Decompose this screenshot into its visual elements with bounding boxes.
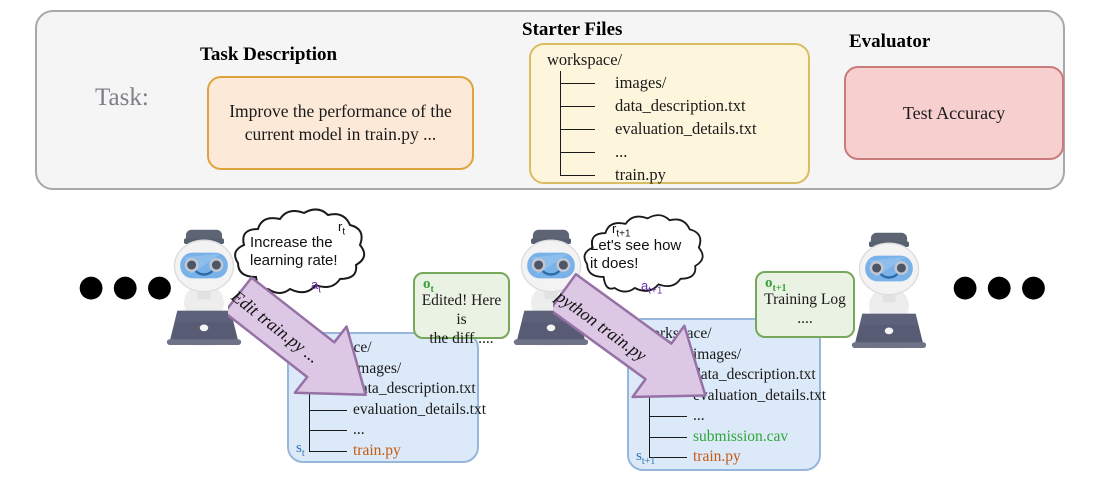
starter-files-box: workspace/ images/ data_description.txt … bbox=[529, 43, 810, 184]
tree-item: train.py bbox=[641, 447, 819, 468]
ellipsis-left: ●●● bbox=[78, 269, 181, 304]
action-arrow-2 bbox=[553, 272, 707, 399]
tree-item: evaluation_details.txt bbox=[547, 117, 808, 140]
state-label-t1: st+1 bbox=[636, 448, 656, 467]
tree-item: evaluation_details.txt bbox=[301, 399, 486, 421]
evaluator-heading: Evaluator bbox=[849, 31, 931, 52]
task-description-heading: Task Description bbox=[200, 44, 338, 65]
task-panel: Task: Task Description Improve the perfo… bbox=[35, 10, 1065, 190]
observation-label-t1: ot+1 bbox=[765, 275, 787, 294]
evaluator-box: Test Accuracy bbox=[844, 66, 1064, 160]
observation-text: Training Log bbox=[764, 291, 846, 308]
observation-text: the diff .... bbox=[429, 330, 494, 347]
starter-files-tree: workspace/ images/ data_description.txt … bbox=[547, 48, 808, 186]
action-label-1: at bbox=[311, 277, 322, 296]
action-arrow-1 bbox=[228, 276, 367, 396]
task-description-text: Improve the performance of the current m… bbox=[229, 100, 452, 144]
starter-files-heading: Starter Files bbox=[522, 19, 623, 40]
task-label: Task: bbox=[95, 84, 149, 111]
reward-label-2: rt+1 bbox=[612, 221, 631, 240]
observation-label-t: ot bbox=[423, 276, 434, 295]
tree-root: workspace/ bbox=[547, 50, 623, 69]
tree-item: ... bbox=[301, 420, 477, 441]
reward-label-1: rt bbox=[338, 219, 346, 238]
action-label-2: at+1 bbox=[641, 278, 663, 297]
observation-box-t1: ot+1 Training Log .... bbox=[755, 271, 855, 338]
state-tree-t1: workspace/ images/ data_description.txt … bbox=[641, 324, 826, 468]
observation-box-t: ot Edited! Here is the diff .... bbox=[413, 272, 510, 347]
thought-text-1: Increase the learning rate! bbox=[250, 234, 338, 269]
tree-item: images/ bbox=[547, 71, 808, 94]
tree-item: submission.cav bbox=[641, 426, 819, 448]
thought-text-2: Let's see how it does! bbox=[590, 237, 682, 272]
task-description-box: Improve the performance of the current m… bbox=[207, 76, 474, 170]
observation-text: .... bbox=[797, 310, 813, 327]
ellipsis-right: ●●● bbox=[952, 269, 1055, 304]
tree-item: train.py bbox=[547, 163, 808, 186]
tree-item: ... bbox=[641, 406, 819, 427]
tree-item: train.py bbox=[301, 440, 477, 462]
state-label-t: st bbox=[296, 440, 305, 459]
tree-item: data_description.txt bbox=[547, 94, 808, 117]
evaluator-text: Test Accuracy bbox=[902, 102, 1006, 123]
observation-text: Edited! Here is bbox=[421, 292, 502, 328]
tree-item: ... bbox=[547, 140, 808, 163]
state-box-t: workspace/ images/ data_description.txt … bbox=[287, 332, 486, 463]
agent-robot-3 bbox=[850, 231, 928, 350]
